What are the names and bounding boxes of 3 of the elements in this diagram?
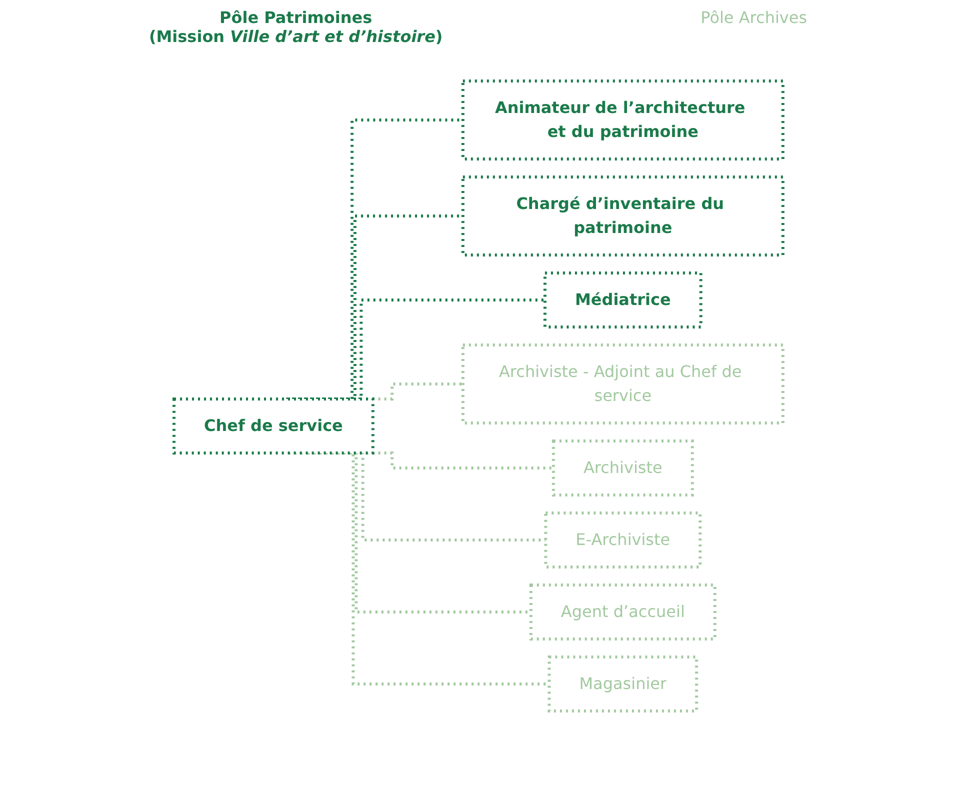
group-heading: (Mission Ville d’art et d’histoire) (148, 27, 443, 46)
group-heading: Pôle Archives (700, 8, 808, 27)
group-heading: Pôle Patrimoines (218, 8, 374, 27)
